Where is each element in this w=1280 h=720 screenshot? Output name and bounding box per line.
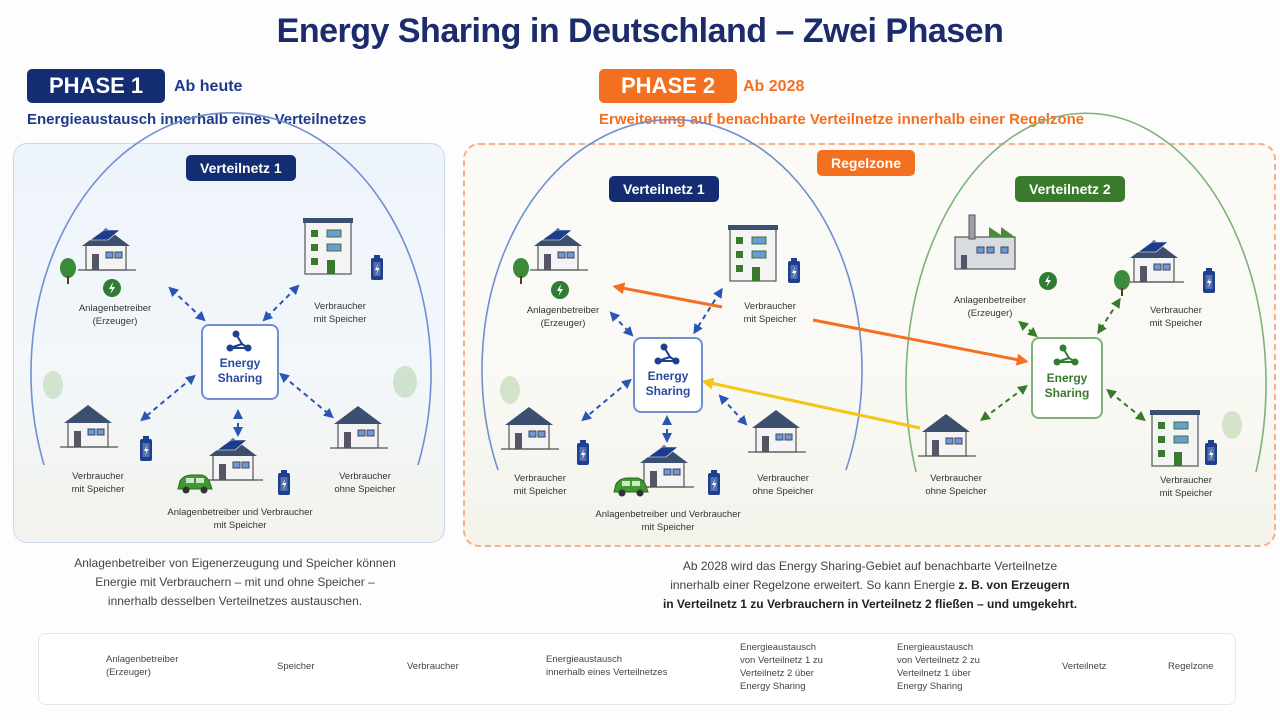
p2-net2-factory-label: Anlagenbetreiber(Erzeuger)	[953, 295, 1027, 319]
phase2-net1-energy-sharing-hub: Energy Sharing	[633, 337, 703, 413]
battery-icon	[1203, 268, 1215, 293]
hub-label-line1: Energy	[1046, 371, 1088, 385]
p2-house-plain	[747, 409, 807, 453]
legend	[38, 633, 1236, 705]
phase2-regelzone-panel	[463, 143, 1276, 547]
p2-net2-apartment	[1149, 409, 1201, 467]
phase2-badge: PHASE 2	[599, 69, 738, 103]
legend-producer: Anlagenbetreiber(Erzeuger)	[106, 654, 179, 678]
page-title: Energy Sharing in Deutschland – Zwei Pha…	[276, 12, 1004, 50]
p2-house-storage	[500, 406, 560, 450]
share-network-icon	[1052, 343, 1080, 367]
legend-control-zone: Regelzone	[1168, 661, 1214, 672]
lightning-circle-icon	[551, 281, 569, 299]
phase1-energy-sharing-hub: Energy Sharing	[201, 324, 279, 400]
battery-icon	[371, 255, 383, 280]
battery-icon	[140, 436, 152, 461]
orange-arrow-net1-to-net2-b	[812, 318, 1029, 366]
p2-apartment	[727, 224, 779, 282]
battery-icon	[708, 470, 720, 495]
hub-label-line2: Sharing	[1044, 386, 1090, 400]
battery-icon	[1205, 440, 1217, 465]
phase1-when: Ab heute	[174, 78, 243, 95]
regelzone-label: Regelzone	[817, 150, 916, 176]
battery-icon	[278, 470, 290, 495]
p1-house-storage	[59, 404, 119, 448]
battery-icon	[577, 440, 589, 465]
legend-consumer: Verbraucher	[407, 661, 459, 672]
phase1-subtitle: Energieaustausch innerhalb eines Verteil…	[27, 111, 367, 128]
lightning-circle-icon	[1039, 272, 1057, 290]
hub-label-line2: Sharing	[217, 371, 263, 385]
phase2-net2-circle	[905, 112, 1267, 473]
phase1-badge: PHASE 1	[27, 69, 166, 103]
p2-prosumer-house	[635, 444, 695, 488]
car-icon	[613, 477, 649, 497]
lightning-circle-icon	[103, 279, 121, 297]
phase2-net1-circle	[481, 118, 863, 471]
phase2-net2-energy-sharing-hub: Energy Sharing	[1031, 337, 1103, 419]
p2-factory	[954, 214, 1016, 270]
phase1-description: Anlagenbetreiber von Eigenerzeugung und …	[74, 556, 396, 608]
legend-distribution-net: Verteilnetz	[1062, 661, 1107, 672]
car-icon	[177, 474, 213, 494]
p1-apartment	[302, 217, 354, 275]
tree-icon	[1114, 270, 1130, 296]
battery-icon	[788, 258, 800, 283]
phase2-subtitle: Erweiterung auf benachbarte Verteilnetze…	[599, 111, 1085, 128]
tree-icon	[513, 258, 529, 284]
p2-net1-exchange-arrows	[581, 287, 748, 443]
yellow-arrow-net2-to-net1	[701, 377, 921, 430]
tree-icon	[60, 258, 76, 284]
background-trees	[43, 366, 1242, 439]
p2-producer-label: Anlagenbetreiber(Erzeuger)	[526, 305, 600, 329]
hub-label-line2: Sharing	[645, 384, 691, 398]
phase2-net1-label: Verteilnetz 1	[609, 176, 719, 202]
p2-net2-house-plain	[917, 413, 977, 457]
hub-label-line1: Energy	[647, 369, 689, 383]
p2-net2-exchange-arrows	[980, 297, 1146, 422]
phase2-when: Ab 2028	[743, 78, 805, 95]
phase2-net2-label: Verteilnetz 2	[1015, 176, 1125, 202]
p1-exchange-arrows	[140, 284, 334, 437]
p1-producer-label: Anlagenbetreiber(Erzeuger)	[78, 303, 152, 327]
legend-storage: Speicher	[277, 661, 315, 672]
p1-prosumer-house	[204, 437, 264, 481]
p2-net2-house-solar	[1125, 239, 1185, 283]
phase1-net-label: Verteilnetz 1	[186, 155, 296, 181]
phase2-description: Ab 2028 wird das Energy Sharing-Gebiet a…	[662, 559, 1078, 611]
share-network-icon	[653, 342, 681, 366]
p1-house-plain	[329, 405, 389, 449]
p2-producer-house	[529, 227, 589, 271]
share-network-icon	[225, 329, 253, 353]
p1-producer-house	[77, 227, 137, 271]
orange-arrow-net1-to-net2	[612, 282, 723, 309]
phase1-network-circle	[30, 112, 432, 466]
hub-label-line1: Energy	[219, 356, 261, 370]
